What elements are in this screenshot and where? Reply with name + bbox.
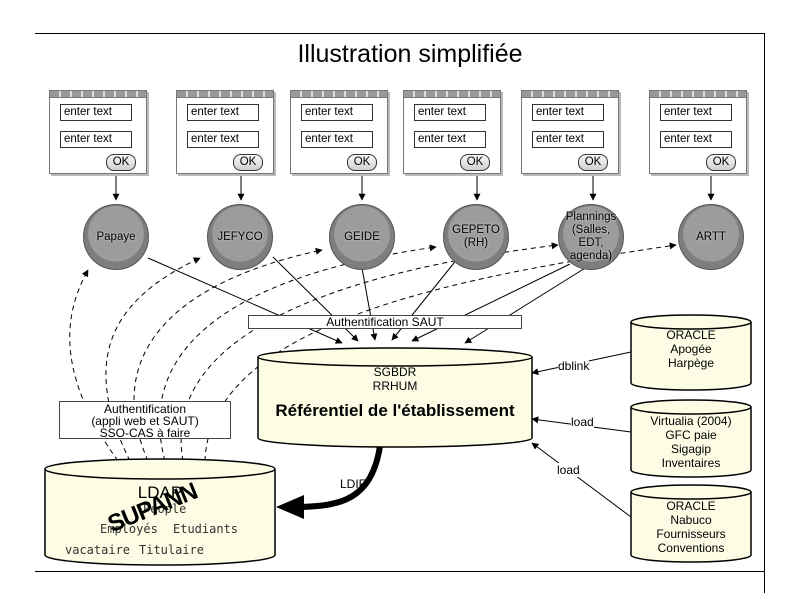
auth-line3: SSO-CAS à faire: [99, 426, 191, 440]
source-line: Harpège: [667, 356, 715, 370]
source-line: ORACLE: [666, 499, 716, 513]
source-line: Virtualia (2004): [650, 414, 732, 428]
referentiel-line2: RRHUM: [372, 379, 418, 393]
app-label: Papaye: [96, 230, 136, 243]
ldap-title: LDAP: [137, 483, 183, 502]
text-field[interactable]: enter text: [301, 104, 373, 121]
ok-button[interactable]: OK: [347, 154, 377, 171]
login-form-gepeto: enter text enter text OK: [403, 90, 501, 174]
ok-button[interactable]: OK: [706, 154, 736, 171]
app-label: GEIDE: [344, 230, 380, 243]
ldap-people: People: [143, 502, 187, 516]
ldif-label: LDIF: [340, 477, 367, 491]
source-line: Nabuco: [670, 513, 712, 527]
app-label: ARTT: [696, 230, 726, 243]
auth-saut-box: Authentification SAUT: [248, 315, 522, 329]
referentiel-line1: SGBDR: [373, 365, 417, 379]
ok-button[interactable]: OK: [106, 154, 136, 171]
text-field[interactable]: enter text: [660, 131, 732, 148]
app-gepeto: GEPETO (RH): [443, 204, 509, 270]
auth-line2: (appli web et SAUT): [91, 414, 199, 428]
load-label-1: load: [571, 415, 594, 429]
window-titlebar: [650, 91, 746, 98]
source-line: Conventions: [657, 541, 725, 555]
referentiel-title: Référentiel de l'établissement: [275, 401, 515, 420]
app-papaye: Papaye: [83, 204, 149, 270]
login-form-plannings: enter text enter text OK: [521, 90, 619, 174]
bottom-rule: [35, 571, 765, 572]
window-titlebar: [50, 91, 146, 98]
source-line: Inventaires: [661, 456, 721, 470]
text-field[interactable]: enter text: [187, 104, 259, 121]
text-field[interactable]: enter text: [60, 131, 132, 148]
ldap-employes: Employés: [100, 522, 158, 536]
window-titlebar: [291, 91, 387, 98]
ldap-titulaire: Titulaire: [139, 543, 205, 557]
text-field[interactable]: enter text: [660, 104, 732, 121]
ok-button[interactable]: OK: [233, 154, 263, 171]
text-field[interactable]: enter text: [414, 131, 486, 148]
source-line: Sigagip: [670, 442, 712, 456]
app-jefyco: JEFYCO: [207, 204, 273, 270]
app-geide: GEIDE: [329, 204, 395, 270]
app-plannings: Plannings (Salles, EDT, agenda): [558, 204, 624, 270]
login-form-geide: enter text enter text OK: [290, 90, 388, 174]
source-line: Fournisseurs: [656, 527, 726, 541]
text-field[interactable]: enter text: [301, 131, 373, 148]
login-form-jefyco: enter text enter text OK: [176, 90, 274, 174]
window-titlebar: [177, 91, 273, 98]
window-titlebar: [404, 91, 500, 98]
ldap-vacataire: vacataire: [65, 543, 131, 557]
ok-button[interactable]: OK: [578, 154, 608, 171]
text-field[interactable]: enter text: [60, 104, 132, 121]
top-rule: [35, 33, 765, 34]
source-line: GFC paie: [665, 428, 717, 442]
auth-line1: Authentification: [103, 402, 187, 416]
app-label: Plannings (Salles, EDT, agenda): [565, 211, 617, 262]
text-field[interactable]: enter text: [532, 131, 604, 148]
dblink-label: dblink: [558, 359, 590, 373]
source-line: ORACLE: [666, 328, 716, 342]
login-form-papaye: enter text enter text OK: [49, 90, 147, 174]
window-titlebar: [522, 91, 618, 98]
referentiel-database: SGBDR RRHUM Référentiel de l'établisseme…: [258, 357, 532, 447]
ok-button[interactable]: OK: [460, 154, 490, 171]
ldap-database: LDAP: [45, 469, 275, 565]
app-label: GEPETO (RH): [452, 224, 500, 249]
load-label-2: load: [557, 463, 580, 477]
auth-box: Authentification (appli web et SAUT) SSO…: [59, 401, 231, 439]
text-field[interactable]: enter text: [532, 104, 604, 121]
auth-saut-label: Authentification SAUT: [326, 315, 444, 329]
ldap-etudiants: Etudiants: [173, 522, 239, 536]
source-line: Apogée: [670, 342, 712, 356]
text-field[interactable]: enter text: [414, 104, 486, 121]
login-form-artt: enter text enter text OK: [649, 90, 747, 174]
diagram-title: Illustration simplifiée: [297, 40, 523, 68]
app-label: JEFYCO: [217, 230, 263, 243]
text-field[interactable]: enter text: [187, 131, 259, 148]
right-rule: [764, 33, 765, 593]
app-artt: ARTT: [678, 204, 744, 270]
